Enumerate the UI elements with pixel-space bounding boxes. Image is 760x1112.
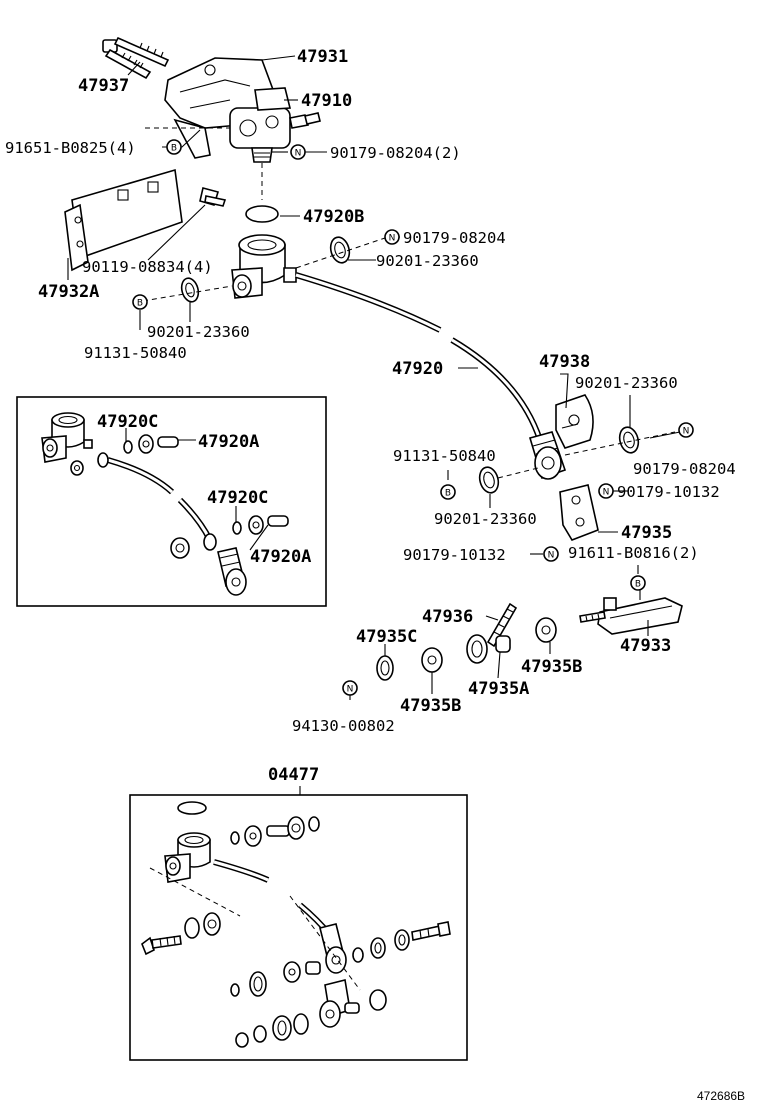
bolt-90119-08834 <box>199 187 227 207</box>
label-90179-10132-a: 90179-10132 <box>617 483 720 501</box>
label-47931: 47931 <box>297 47 348 67</box>
new-part-symbol: N <box>384 229 400 245</box>
svg-text:B: B <box>137 299 143 309</box>
svg-text:N: N <box>389 234 396 244</box>
label-47938: 47938 <box>539 352 590 372</box>
inset-seal-lower <box>232 515 289 535</box>
svg-text:B: B <box>445 489 451 499</box>
svg-text:N: N <box>347 685 354 695</box>
bolt-symbol: B <box>132 294 148 310</box>
inset-bushing <box>170 537 190 559</box>
new-part-symbol: N <box>290 144 306 160</box>
inset-fitting-lower <box>217 547 247 596</box>
bushing-47935A <box>466 634 511 664</box>
bolt-symbol: B <box>166 139 182 155</box>
label-90201-23360-b: 90201-23360 <box>147 323 250 341</box>
svg-text:B: B <box>635 580 641 590</box>
label-90179-08204-a: 90179-08204 <box>403 229 506 247</box>
label-47933: 47933 <box>620 636 671 656</box>
label-47920C-a: 47920C <box>97 412 158 432</box>
label-47937: 47937 <box>78 76 129 96</box>
bracket-47933 <box>579 597 683 635</box>
svg-text:N: N <box>603 488 610 498</box>
label-91611-B0816: 91611-B0816(2) <box>568 544 699 562</box>
label-47935B-a: 47935B <box>521 657 582 677</box>
bushing-47935B-left <box>421 647 443 673</box>
inset-reservoir <box>41 412 93 476</box>
label-47932A: 47932A <box>38 282 99 302</box>
valve-47910 <box>229 87 321 163</box>
label-47920A-b: 47920A <box>250 547 311 567</box>
new-part-symbol: N <box>342 680 358 696</box>
label-47935C: 47935C <box>356 627 417 647</box>
label-91131-50840-b: 91131-50840 <box>393 447 496 465</box>
new-part-symbol: N <box>678 422 694 438</box>
o-ring-47920B <box>245 205 279 223</box>
inset-box-04477 <box>129 794 468 1061</box>
label-47910: 47910 <box>301 91 352 111</box>
kit-parts <box>141 801 451 1048</box>
svg-text:N: N <box>683 427 690 437</box>
label-90201-23360-a: 90201-23360 <box>376 252 479 270</box>
new-part-symbol: N <box>543 546 559 562</box>
gasket-90201-upper-left <box>180 277 200 303</box>
label-91131-50840-a: 91131-50840 <box>84 344 187 362</box>
part-labels: 47931 47937 47910 91651-B0825(4) 90179-0… <box>5 47 745 1103</box>
bracket-47932A <box>64 168 183 272</box>
new-part-symbol: N <box>598 483 614 499</box>
inset-seal-upper <box>123 434 179 454</box>
label-04477: 04477 <box>268 765 319 785</box>
symbol-markers: N B N B N B N N B N <box>132 139 694 696</box>
washer-47935C <box>376 655 394 681</box>
bolt-47937 <box>102 36 170 80</box>
bushing-47935B-right <box>535 617 557 643</box>
svg-text:N: N <box>295 149 302 159</box>
hose-47920 <box>295 272 543 441</box>
label-47935A: 47935A <box>468 679 529 699</box>
gasket-90201-left <box>478 466 500 494</box>
label-94130-00802: 94130-00802 <box>292 717 395 735</box>
inset-hose <box>97 452 217 551</box>
label-90179-08204-b: 90179-08204 <box>633 460 736 478</box>
label-47935B-b: 47935B <box>400 696 461 716</box>
label-90119-08834: 90119-08834(4) <box>82 258 213 276</box>
svg-text:B: B <box>171 144 177 154</box>
label-47920B: 47920B <box>303 207 364 227</box>
inset-box-components <box>16 396 327 607</box>
bolt-47936 <box>486 602 518 648</box>
label-47920: 47920 <box>392 359 443 379</box>
label-47936: 47936 <box>422 607 473 627</box>
label-47920A-a: 47920A <box>198 432 259 452</box>
label-47920C-b: 47920C <box>207 488 268 508</box>
label-91651-B0825: 91651-B0825(4) <box>5 139 136 157</box>
bracket-47938 <box>555 394 594 449</box>
reservoir-47920-upper <box>231 234 297 299</box>
label-90201-23360-d: 90201-23360 <box>434 510 537 528</box>
bracket-47935 <box>559 484 599 541</box>
hose-fitting-lower <box>528 431 567 480</box>
label-90179-10132-b: 90179-10132 <box>403 546 506 564</box>
figure-reference: 472686B <box>697 1089 745 1103</box>
bolt-symbol: B <box>630 575 646 591</box>
label-90201-23360-c: 90201-23360 <box>575 374 678 392</box>
bolt-symbol: B <box>440 484 456 500</box>
leader-lines <box>67 55 681 795</box>
svg-text:N: N <box>548 551 555 561</box>
label-90179-08204-2: 90179-08204(2) <box>330 144 461 162</box>
label-47935: 47935 <box>621 523 672 543</box>
